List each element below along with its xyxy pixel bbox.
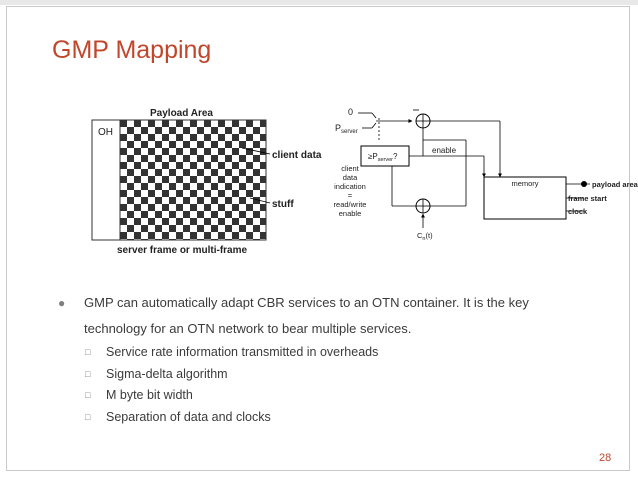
indication-line-1: client [341, 164, 359, 173]
sub-bullet-item: □ Sigma-delta algorithm [58, 364, 618, 386]
stuff-label: stuff [272, 199, 294, 210]
oh-label: OH [98, 127, 113, 138]
bullet-item: ● GMP can automatically adapt CBR servic… [58, 290, 618, 342]
sub-bullet-marker: □ [85, 411, 91, 422]
payload-frame [91, 119, 267, 241]
p-server-label: Pserver [335, 123, 358, 135]
sub-bullet-item: □ Separation of data and clocks [58, 407, 618, 429]
slide-title: GMP Mapping [52, 36, 212, 64]
enable-label: enable [432, 146, 457, 155]
output-frame-start: frame start [568, 194, 607, 203]
bullet-text-line2: technology for an OTN network to bear mu… [84, 321, 412, 336]
indication-line-2: data [343, 173, 358, 182]
cn-label: Cn(t) [417, 231, 433, 242]
memory-label: memory [511, 179, 538, 188]
sub-bullet-text: M byte bit width [106, 388, 193, 402]
comparator-label: ≥Pserver? [368, 152, 398, 163]
bullet-text-line1: GMP can automatically adapt CBR services… [84, 295, 529, 310]
sub-bullet-text: Separation of data and clocks [106, 409, 271, 424]
indication-line-4: = [348, 191, 353, 200]
frame-label: server frame or multi-frame [117, 245, 247, 256]
page-number: 28 [599, 452, 612, 464]
bullet-list: ● GMP can automatically adapt CBR servic… [58, 290, 618, 428]
top-bar [0, 0, 638, 5]
indication-line-3: indication [334, 182, 366, 191]
client-data-label: client data [272, 150, 322, 161]
memory-box [483, 176, 567, 220]
zero-label: 0 [348, 107, 353, 117]
bullet-marker: ● [58, 296, 66, 310]
payload-area-label: Payload Area [150, 108, 213, 119]
sub-bullet-marker: □ [85, 368, 91, 379]
sub-bullet-text: Sigma-delta algorithm [106, 366, 228, 381]
output-payload-area: payload area [592, 180, 638, 189]
output-clock: clock [568, 207, 588, 216]
client-data-pointer [241, 147, 271, 155]
slide-frame [6, 6, 630, 471]
indication-line-5: read/write [334, 200, 367, 209]
sub-bullet-item: □ M byte bit width [58, 385, 618, 407]
sub-bullet-marker: □ [85, 347, 91, 357]
sub-bullet-marker: □ [85, 390, 91, 400]
sub-bullet-text: Service rate information transmitted in … [106, 345, 379, 359]
stuff-pointer [249, 197, 271, 204]
indication-line-6: enable [339, 209, 362, 218]
sub-bullet-item: □ Service rate information transmitted i… [58, 342, 618, 364]
